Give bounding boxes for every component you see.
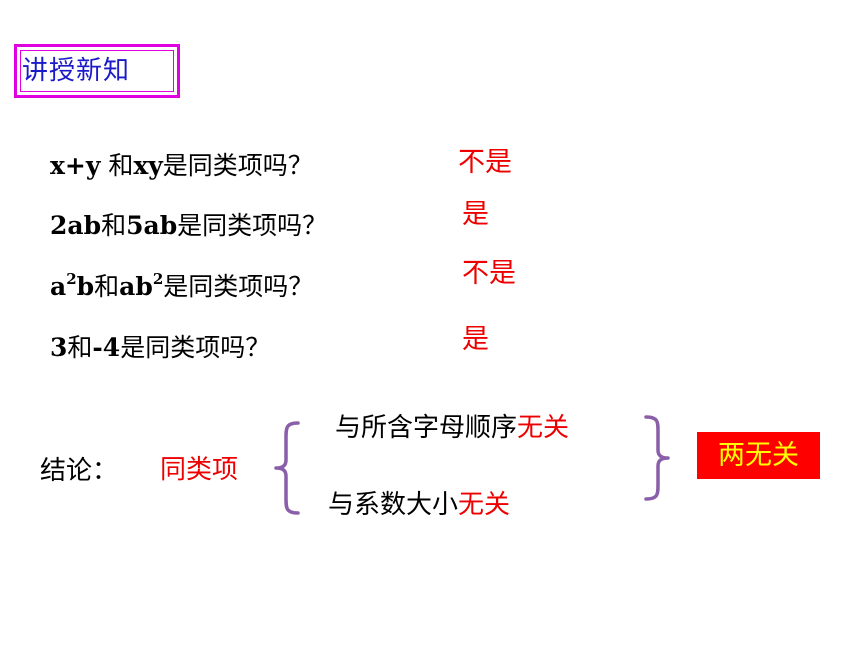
answer-4: 是 <box>462 324 489 355</box>
question-3-base-b: ab <box>119 272 153 301</box>
question-4: 3和-4是同类项吗？ <box>50 331 270 365</box>
conclusion-item-1-highlight: 无关 <box>517 413 570 443</box>
conclusion-item-1: 与所含字母顺序无关 <box>335 411 569 445</box>
question-4-term-a: 3 <box>50 333 68 362</box>
conclusion-item-2: 与系数大小无关 <box>328 488 510 522</box>
question-3-join: 和 <box>94 272 120 301</box>
left-brace-icon <box>274 421 300 515</box>
question-2-join: 和 <box>101 211 127 240</box>
slide-title: 讲授新知 <box>22 56 131 86</box>
question-3-exponent-a: 2 <box>66 270 77 288</box>
conclusion-item-2-text: 与系数大小 <box>328 490 459 520</box>
answer-1: 不是 <box>458 147 512 178</box>
question-3-tail: 是同类项吗？ <box>163 272 314 301</box>
question-1-term-a: x+y <box>50 151 101 180</box>
question-1-tail: 是同类项吗？ <box>162 151 313 180</box>
question-2-term-a: 2ab <box>50 211 102 240</box>
question-2-term-b: 5ab <box>126 211 178 240</box>
question-4-join: 和 <box>67 333 93 362</box>
question-1-join: 和 <box>100 151 134 180</box>
conclusion-label: 结论： <box>40 456 119 486</box>
question-2-tail: 是同类项吗？ <box>177 211 328 240</box>
answer-2: 是 <box>462 199 489 230</box>
conclusion-item-1-text: 与所含字母顺序 <box>335 413 518 443</box>
summary-badge: 两无关 <box>697 432 820 479</box>
question-4-term-b: -4 <box>92 333 121 362</box>
conclusion-item-2-highlight: 无关 <box>458 490 511 520</box>
answer-3: 不是 <box>462 258 516 289</box>
right-brace-icon <box>644 415 670 501</box>
question-3: a2b和ab2是同类项吗？ <box>50 270 313 304</box>
question-4-tail: 是同类项吗？ <box>120 333 271 362</box>
title-frame <box>14 44 180 98</box>
question-1-term-b: xy <box>133 151 163 180</box>
question-3-rest-a: b <box>76 272 95 301</box>
question-3-exponent-b: 2 <box>152 270 164 288</box>
question-1: x+y 和xy是同类项吗？ <box>50 149 313 183</box>
question-3-base-a: a <box>50 272 67 301</box>
conclusion-term: 同类项 <box>160 455 239 485</box>
question-2: 2ab和5ab是同类项吗？ <box>50 209 327 243</box>
